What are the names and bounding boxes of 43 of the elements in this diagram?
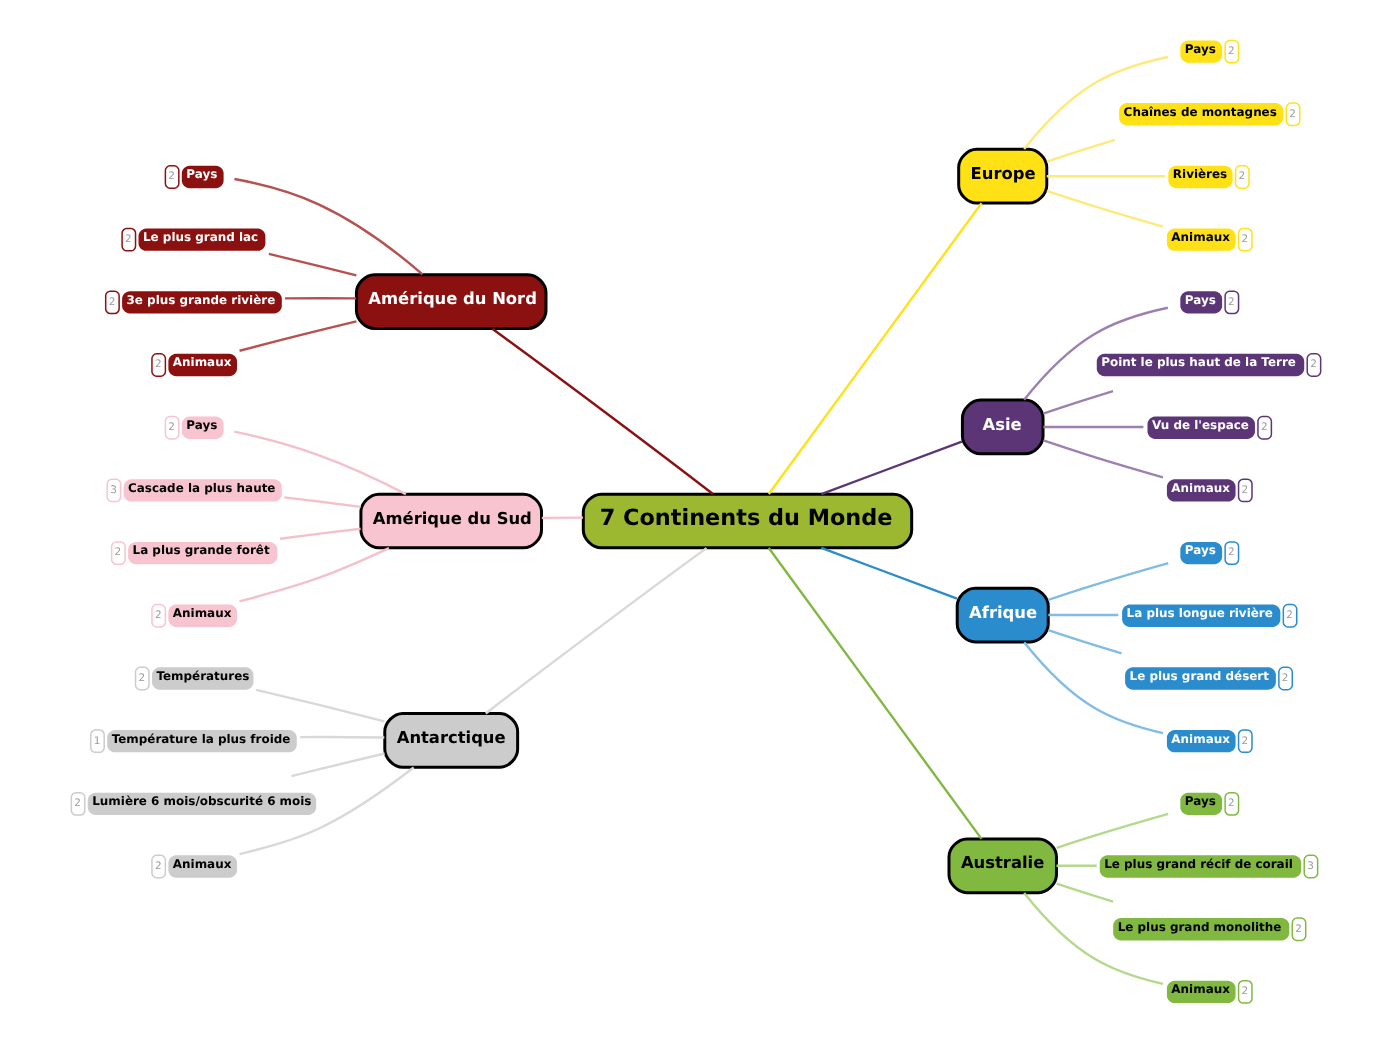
node-box: Antarctique bbox=[383, 711, 520, 768]
connector bbox=[234, 176, 424, 275]
node-box: 7 Continents du Monde bbox=[581, 491, 914, 549]
node-box: Amérique du Sud bbox=[359, 491, 543, 549]
connector bbox=[1047, 561, 1169, 601]
connector bbox=[1048, 612, 1119, 616]
connector bbox=[1043, 424, 1144, 428]
connector bbox=[491, 326, 714, 494]
connector bbox=[1023, 891, 1164, 985]
connector bbox=[1042, 438, 1164, 478]
connector bbox=[1056, 881, 1114, 902]
node-box: Australie bbox=[947, 836, 1058, 894]
connector bbox=[1023, 305, 1169, 400]
connector bbox=[1023, 640, 1164, 734]
connector bbox=[300, 734, 385, 738]
connector bbox=[255, 687, 385, 722]
connector bbox=[1023, 54, 1169, 149]
connector bbox=[284, 495, 361, 507]
connector bbox=[1046, 188, 1164, 227]
connector bbox=[1046, 174, 1166, 177]
connector bbox=[820, 439, 963, 495]
connector bbox=[239, 765, 415, 855]
connector bbox=[268, 251, 357, 276]
connector bbox=[234, 429, 407, 495]
connector bbox=[291, 751, 385, 777]
connector bbox=[284, 296, 357, 299]
connector bbox=[1042, 389, 1114, 414]
connector bbox=[239, 319, 357, 351]
node-box: Afrique bbox=[955, 585, 1050, 643]
connector bbox=[279, 526, 361, 539]
connector bbox=[767, 201, 983, 494]
node-box: Amérique du Nord bbox=[354, 272, 548, 329]
node-box: Europe bbox=[957, 146, 1049, 204]
connector bbox=[820, 545, 958, 599]
connector bbox=[1046, 137, 1116, 162]
connector bbox=[1056, 811, 1169, 849]
connector bbox=[767, 546, 983, 839]
connector bbox=[239, 545, 390, 602]
connector bbox=[541, 515, 583, 519]
connector bbox=[485, 546, 708, 714]
connector bbox=[1056, 863, 1097, 866]
connector bbox=[1047, 627, 1122, 654]
node-box: Asie bbox=[960, 397, 1045, 455]
